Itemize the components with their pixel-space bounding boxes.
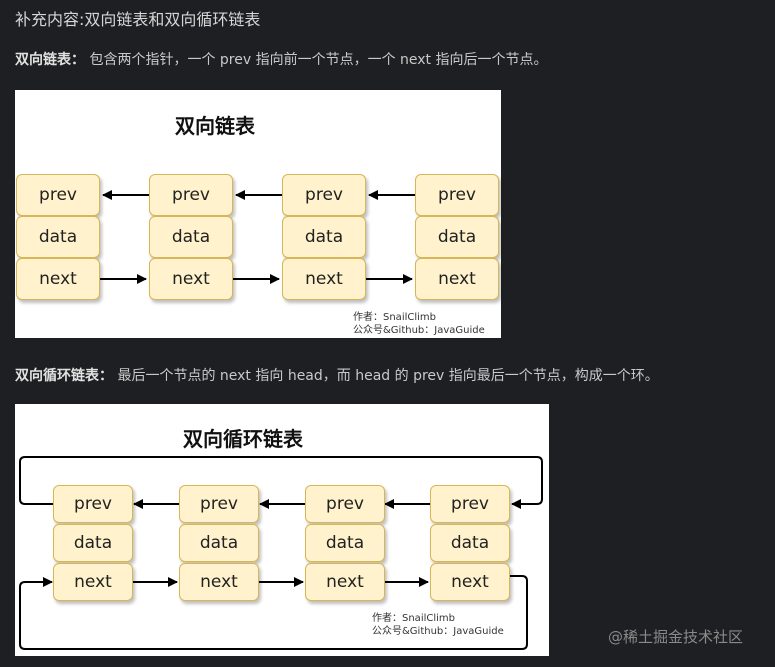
site-watermark: @稀土掘金技术社区 <box>608 628 744 646</box>
node-data: data <box>282 216 366 258</box>
node-next: next <box>53 563 133 601</box>
diagram-title: 双向链表 <box>175 114 255 138</box>
node-prev: prev <box>179 485 259 523</box>
circular-list-text: 最后一个节点的 next 指向 head，而 head 的 prev 指向最后一… <box>117 368 659 384</box>
node-next: next <box>179 563 259 601</box>
node-next: next <box>305 563 385 601</box>
node-next: next <box>415 258 499 300</box>
node-data: data <box>53 524 133 562</box>
credit-author: 作者：SnailClimb <box>353 312 436 323</box>
node-data: data <box>16 216 100 258</box>
pointer-arrows <box>100 190 415 284</box>
diagram-credit: 作者：SnailClimb 公众号&Github：JavaGuide <box>353 311 485 337</box>
node-data: data <box>430 524 510 562</box>
circular-list-label: 双向循环链表： <box>15 368 113 384</box>
node-prev: prev <box>305 485 385 523</box>
node-prev: prev <box>430 485 510 523</box>
head-prev-loop-arrow <box>19 456 543 509</box>
tail-next-loop-arrow <box>19 575 528 650</box>
doubly-linked-list-diagram: 双向链表 prev data next prev data next prev … <box>15 90 501 338</box>
node-next: next <box>430 563 510 601</box>
credit-author: 作者：SnailClimb <box>372 613 455 624</box>
node-prev: prev <box>149 174 233 216</box>
circular-list-description: 双向循环链表： 最后一个节点的 next 指向 head，而 head 的 pr… <box>15 365 659 387</box>
doubly-linked-list-description: 双向链表： 包含两个指针，一个 prev 指向前一个节点，一个 next 指向后… <box>15 49 548 71</box>
node-prev: prev <box>16 174 100 216</box>
node-next: next <box>282 258 366 300</box>
node-prev: prev <box>415 174 499 216</box>
circular-doubly-linked-list-diagram: 双向循环链表 prev data next prev data <box>15 404 549 656</box>
node-data: data <box>149 216 233 258</box>
credit-source: 公众号&Github：JavaGuide <box>353 325 485 336</box>
node-data: data <box>415 216 499 258</box>
node-data: data <box>305 524 385 562</box>
diagram-credit: 作者：SnailClimb 公众号&Github：JavaGuide <box>372 612 504 638</box>
doubly-linked-list-label: 双向链表： <box>15 52 85 68</box>
pointer-arrows <box>19 456 543 650</box>
credit-source: 公众号&Github：JavaGuide <box>372 626 504 637</box>
node-prev: prev <box>282 174 366 216</box>
node-next: next <box>149 258 233 300</box>
node-prev: prev <box>53 485 133 523</box>
doubly-linked-list-text: 包含两个指针，一个 prev 指向前一个节点，一个 next 指向后一个节点。 <box>89 52 548 68</box>
section-heading: 补充内容:双向链表和双向循环链表 <box>15 10 261 29</box>
diagram-title: 双向循环链表 <box>183 427 303 451</box>
node-next: next <box>16 258 100 300</box>
node-data: data <box>179 524 259 562</box>
